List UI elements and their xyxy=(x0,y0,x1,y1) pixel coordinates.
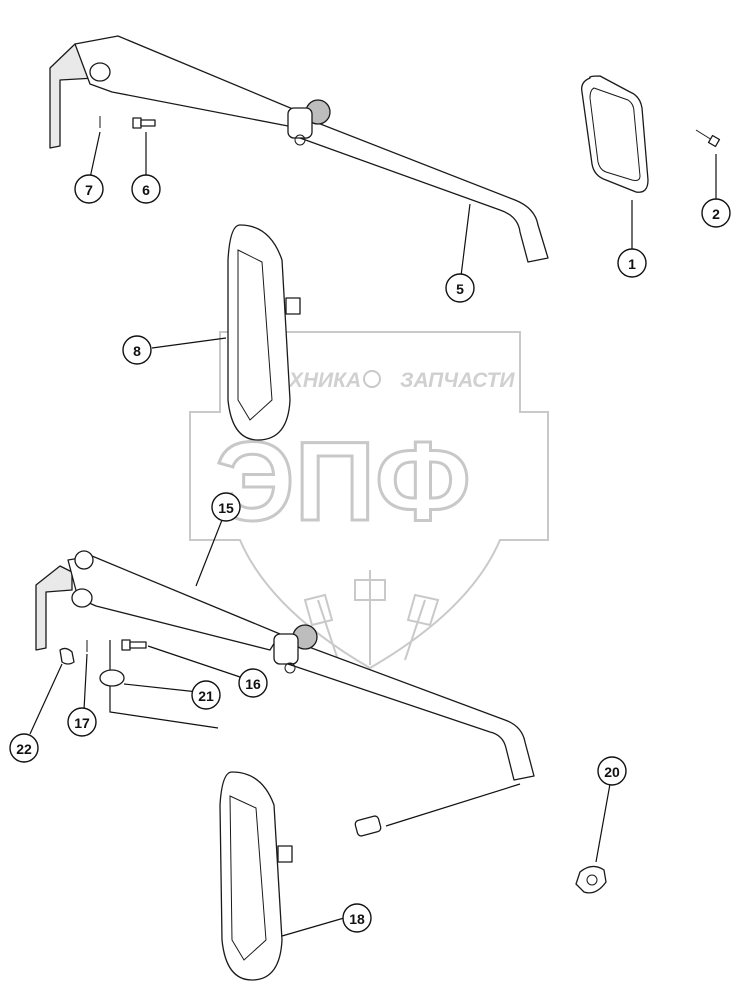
callout-15: 15 xyxy=(211,492,241,522)
callout-7: 7 xyxy=(74,174,104,204)
bolt-6 xyxy=(132,117,156,129)
bolt-16 xyxy=(121,639,147,651)
upper-arm-body xyxy=(74,35,301,127)
callout-label: 20 xyxy=(604,764,620,780)
callout-5: 5 xyxy=(445,273,475,303)
mirror-head-18 xyxy=(219,771,293,981)
upper-arm-rod xyxy=(299,117,549,263)
callout-20: 20 xyxy=(597,756,627,786)
screw-2 xyxy=(695,129,721,148)
callout-label: 6 xyxy=(142,182,150,198)
callout-label: 21 xyxy=(198,688,214,704)
callout-label: 15 xyxy=(218,500,234,516)
leader-lines xyxy=(29,131,717,937)
callout-label: 22 xyxy=(16,741,32,757)
callout-18: 18 xyxy=(342,903,372,933)
callout-label: 16 xyxy=(245,676,261,692)
callout-6: 6 xyxy=(131,174,161,204)
upper-mirror-arm xyxy=(49,35,549,263)
callout-8: 8 xyxy=(122,335,152,365)
connector-20 xyxy=(575,865,607,894)
callout-label: 2 xyxy=(712,206,720,222)
callout-22: 22 xyxy=(9,733,39,763)
callout-17: 17 xyxy=(67,707,97,737)
callout-2: 2 xyxy=(701,198,731,228)
wheat-icon xyxy=(303,570,440,665)
watermark-text-right: ЗАПЧАСТИ xyxy=(400,369,515,392)
callout-label: 8 xyxy=(133,343,141,359)
callout-label: 18 xyxy=(349,911,365,927)
clip-22 xyxy=(59,647,75,665)
mirror-head-8 xyxy=(227,224,301,441)
callout-1: 1 xyxy=(617,248,647,278)
callout-label: 1 xyxy=(628,256,636,272)
mirror-glass-1 xyxy=(581,75,649,193)
gear-icon xyxy=(363,370,381,388)
callout-21: 21 xyxy=(191,680,221,710)
callout-label: 17 xyxy=(74,715,90,731)
callout-16: 16 xyxy=(238,668,268,698)
callout-label: 5 xyxy=(456,281,464,297)
washer-21 xyxy=(99,669,125,687)
lower-mirror-arm xyxy=(35,550,535,837)
callout-label: 7 xyxy=(85,182,93,198)
